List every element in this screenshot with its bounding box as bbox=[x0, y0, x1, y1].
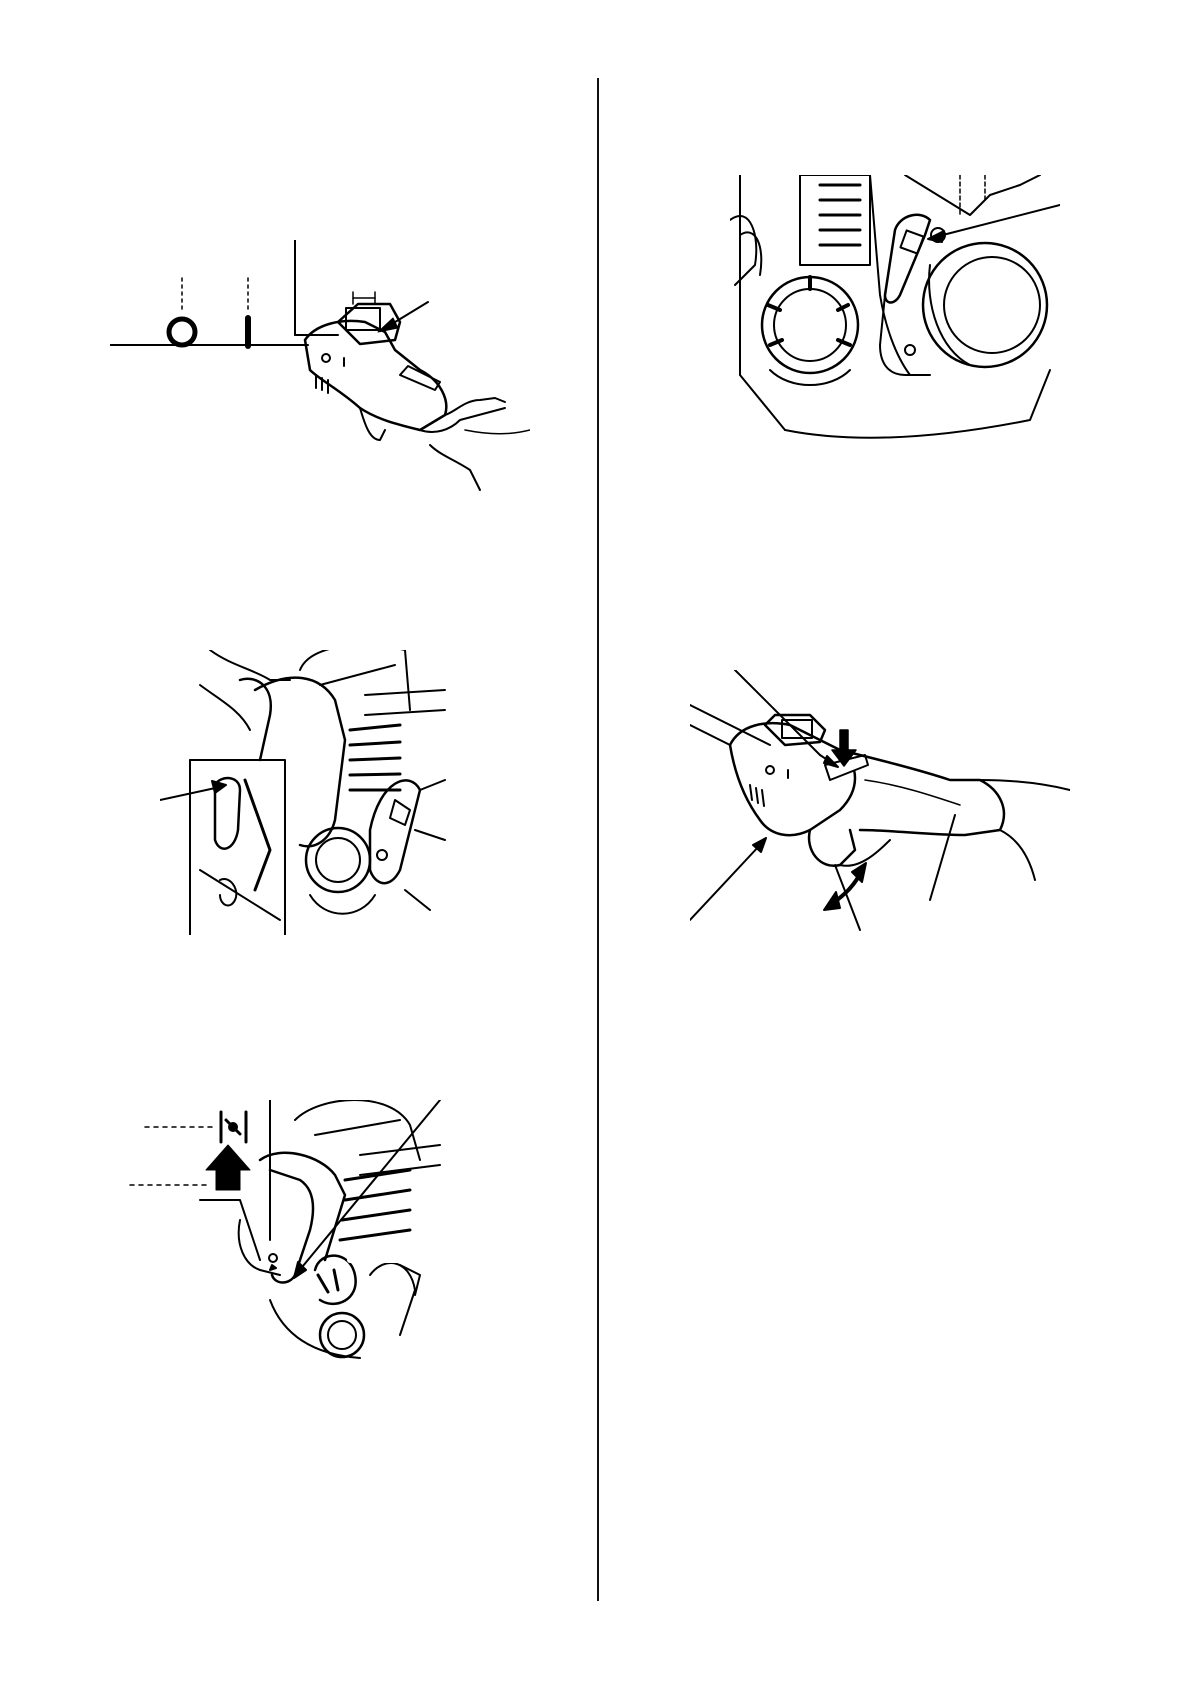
column-divider bbox=[597, 78, 599, 1601]
figure-throttle-trigger bbox=[690, 670, 1070, 970]
figure-primer-bulb bbox=[730, 175, 1060, 445]
choke-symbol-icon bbox=[221, 1112, 246, 1142]
figure-stop-switch bbox=[110, 240, 530, 520]
figure-choke-body bbox=[160, 650, 450, 935]
up-arrow-icon bbox=[206, 1145, 250, 1190]
figure-choke-lever bbox=[120, 1100, 450, 1360]
off-symbol-icon bbox=[169, 319, 195, 345]
